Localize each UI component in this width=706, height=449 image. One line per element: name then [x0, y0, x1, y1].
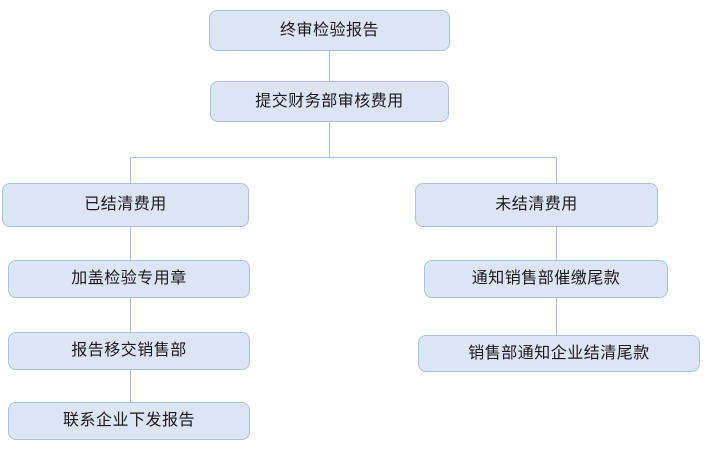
connector-n5-n7 — [130, 298, 131, 332]
node-fees-settled[interactable]: 已结清费用 — [2, 183, 249, 227]
node-label: 报告移交销售部 — [71, 342, 187, 359]
node-final-inspection-report[interactable]: 终审检验报告 — [209, 10, 450, 51]
node-label: 销售部通知企业结清尾款 — [468, 344, 650, 362]
node-label: 终审检验报告 — [279, 21, 379, 39]
connector-n6-n8 — [556, 298, 557, 335]
node-sales-notify-enterprise-settle[interactable]: 销售部通知企业结清尾款 — [418, 335, 700, 372]
connector-branch-right-drop — [556, 157, 557, 183]
node-label: 未结清费用 — [495, 196, 578, 213]
node-label: 加盖检验专用章 — [71, 270, 187, 287]
node-label: 通知销售部催缴尾款 — [471, 270, 621, 287]
node-label: 联系企业下发报告 — [62, 412, 195, 429]
connector-n7-n9 — [130, 370, 131, 402]
connector-n1-n2 — [329, 51, 330, 81]
node-contact-enterprise-issue-report[interactable]: 联系企业下发报告 — [8, 402, 250, 440]
connector-n2-branch-stem — [329, 122, 330, 157]
node-affix-inspection-seal[interactable]: 加盖检验专用章 — [8, 260, 250, 298]
node-transfer-report-to-sales[interactable]: 报告移交销售部 — [8, 332, 250, 370]
node-notify-sales-collect-balance[interactable]: 通知销售部催缴尾款 — [424, 260, 668, 298]
node-label: 已结清费用 — [84, 196, 167, 213]
connector-branch-bar — [130, 157, 557, 158]
connector-branch-left-drop — [130, 157, 131, 183]
node-submit-finance-review[interactable]: 提交财务部审核费用 — [210, 81, 449, 122]
connector-n3-n5 — [130, 227, 131, 260]
node-label: 提交财务部审核费用 — [255, 92, 404, 110]
node-fees-unsettled[interactable]: 未结清费用 — [415, 183, 658, 227]
connector-n4-n6 — [556, 227, 557, 260]
